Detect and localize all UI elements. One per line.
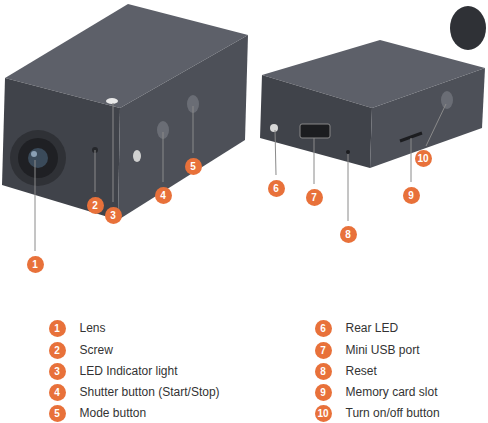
lens-glint (31, 151, 37, 157)
callout-number: 5 (185, 158, 202, 175)
part-name: Memory card slot (346, 385, 438, 399)
callout-circle: 4 (155, 185, 172, 204)
callout-number: 8 (340, 226, 357, 243)
legend-item: 7 Mini USB port (315, 342, 420, 359)
callout-circle: 5 (185, 156, 202, 175)
callout-number: 4 (155, 187, 172, 204)
callout-number: 2 (49, 342, 66, 359)
legend-item: 9 Memory card slot (315, 384, 438, 401)
lens-ring (18, 138, 58, 178)
callout-circle: 7 (306, 187, 323, 206)
callout-circle: 2 (87, 195, 104, 214)
callout-number: 9 (403, 187, 420, 204)
callout-circle: 6 (268, 178, 285, 197)
callout-circle: 3 (105, 205, 122, 224)
legend-item: 1 Lens (49, 320, 106, 337)
camera-side (118, 35, 248, 220)
callout-number: 6 (268, 180, 285, 197)
rear-led (270, 124, 278, 132)
camera-front (2, 78, 120, 220)
led-light (106, 98, 118, 104)
part-name: Mode button (80, 406, 147, 420)
side-light (133, 150, 141, 162)
legend-item: 6 Rear LED (315, 320, 399, 337)
part-name: LED Indicator light (80, 364, 178, 378)
rear-lens (450, 6, 486, 50)
legend-item: 3 LED Indicator light (49, 363, 178, 380)
callout-number: 10 (315, 405, 332, 422)
legend-item: 5 Mode button (49, 405, 147, 422)
callout-number: 10 (415, 150, 432, 167)
callout-circle: 9 (403, 185, 420, 204)
callout-circle: 10 (415, 148, 432, 167)
callout-number: 4 (49, 384, 66, 401)
leader-lines (35, 103, 446, 251)
part-name: Reset (346, 364, 377, 378)
part-name: Rear LED (346, 321, 399, 335)
callout-number: 1 (49, 320, 66, 337)
callout-number: 7 (315, 342, 332, 359)
camera-side (370, 68, 485, 168)
part-name: Shutter button (Start/Stop) (80, 385, 220, 399)
callout-circle: 1 (27, 254, 44, 273)
part-name: Turn on/off button (346, 406, 440, 420)
legend-item: 10 Turn on/off button (315, 405, 440, 422)
part-name: Screw (80, 343, 113, 357)
callout-number: 7 (306, 189, 323, 206)
legend-item: 8 Reset (315, 363, 377, 380)
camera-back (260, 75, 372, 168)
lens-glass (28, 148, 48, 168)
callout-number: 1 (27, 256, 44, 273)
callout-number: 2 (87, 197, 104, 214)
legend-item: 2 Screw (49, 342, 113, 359)
lens-barrel (10, 130, 66, 186)
legend-item: 4 Shutter button (Start/Stop) (49, 384, 220, 401)
callout-circle: 8 (340, 224, 357, 243)
callout-number: 8 (315, 363, 332, 380)
reset-hole (346, 150, 350, 154)
callout-number: 3 (105, 207, 122, 224)
part-name: Mini USB port (346, 343, 420, 357)
callout-number: 6 (315, 320, 332, 337)
part-name: Lens (80, 321, 106, 335)
callout-number: 5 (49, 405, 66, 422)
usb-port (300, 124, 330, 138)
callout-number: 9 (315, 384, 332, 401)
power-button (441, 91, 453, 109)
callout-number: 3 (49, 363, 66, 380)
